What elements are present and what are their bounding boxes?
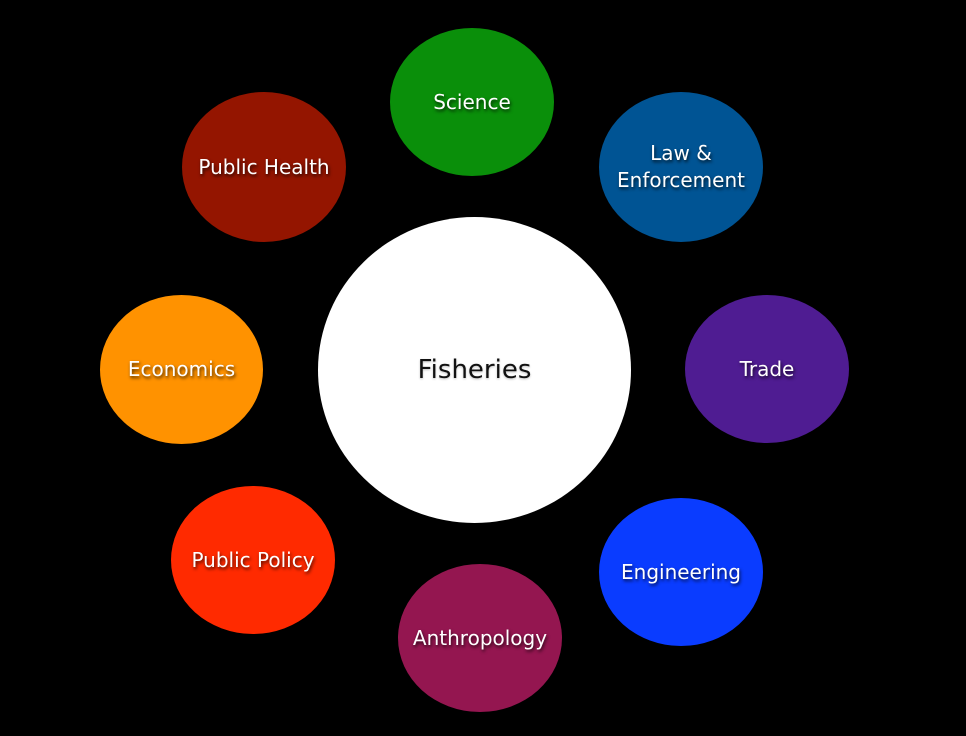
node-label-trade: Trade <box>739 356 795 381</box>
node-label-public-policy: Public Policy <box>191 547 315 572</box>
node-trade: Trade <box>685 295 849 443</box>
node-label-economics: Economics <box>127 357 236 381</box>
center-node-fisheries: Fisheries <box>318 217 631 523</box>
node-label-law-enforcement: Law & Enforcement <box>617 141 745 192</box>
node-engineering: Engineering <box>599 498 763 646</box>
node-economics: Economics <box>100 295 263 444</box>
node-label-science: Science <box>433 89 511 114</box>
node-public-health: Public Health <box>182 92 346 242</box>
node-label-public-health: Public Health <box>198 154 330 179</box>
center-node-label: Fisheries <box>417 355 532 385</box>
node-public-policy: Public Policy <box>171 486 335 634</box>
node-law-enforcement: Law & Enforcement <box>599 92 763 242</box>
node-label-anthropology: Anthropology <box>412 625 548 650</box>
node-science: Science <box>390 28 554 176</box>
node-label-engineering: Engineering <box>621 559 741 584</box>
node-anthropology: Anthropology <box>398 564 562 712</box>
